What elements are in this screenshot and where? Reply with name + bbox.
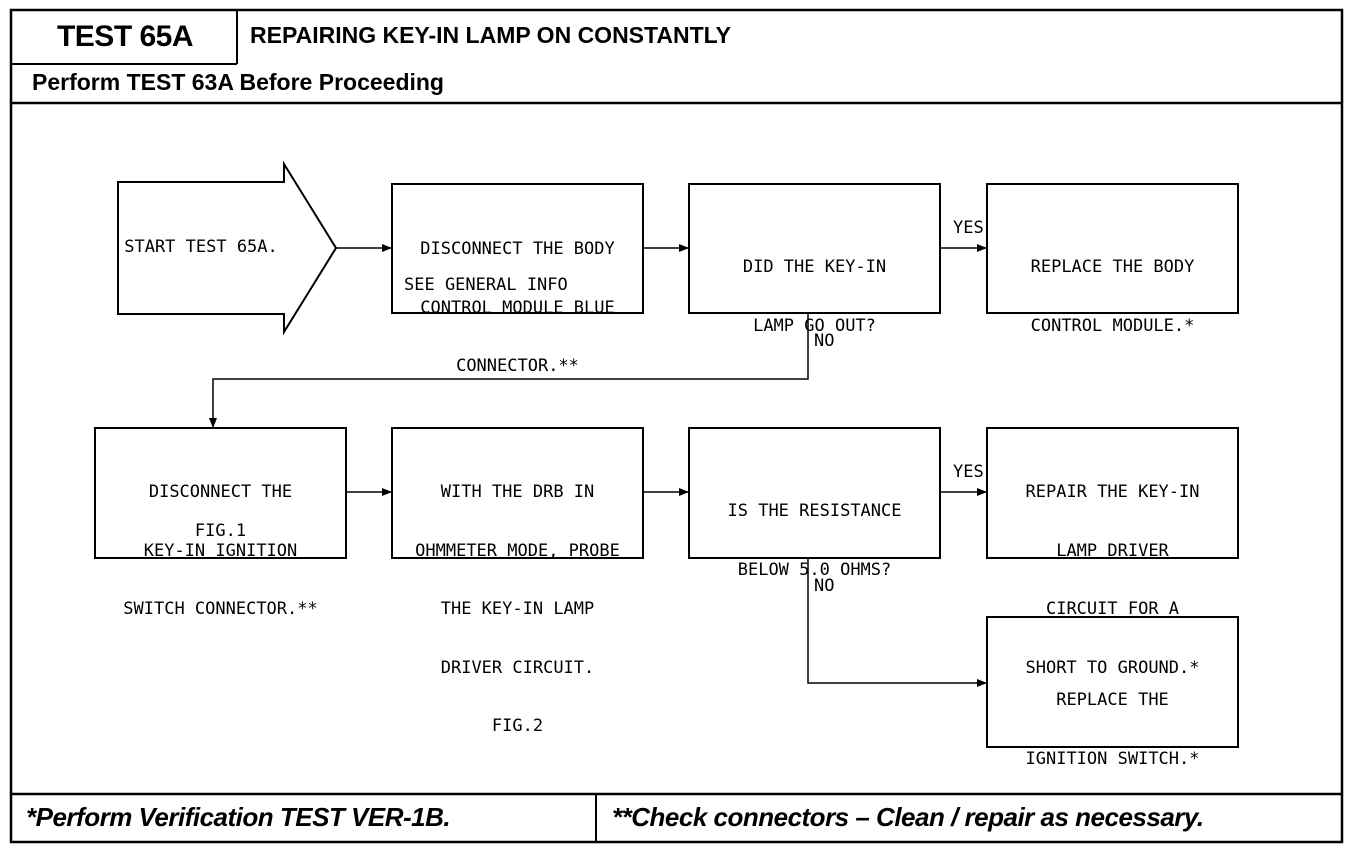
repair-driver-text: REPAIR THE KEY-IN LAMP DRIVER CIRCUIT FO… <box>987 444 1238 698</box>
disconnect-bcm-text: DISCONNECT THE BODY CONTROL MODULE BLUE … <box>392 201 643 396</box>
disconnect-bcm-line3: CONNECTOR.** <box>456 356 579 376</box>
decision-resistance-text: IS THE RESISTANCE BELOW 5.0 OHMS? <box>689 463 940 600</box>
repair-driver-line1: REPAIR THE KEY-IN <box>1025 482 1200 502</box>
disconnect-bcm-line2: CONTROL MODULE BLUE <box>420 297 615 318</box>
no-label-top: NO <box>814 331 835 351</box>
yes-label-top: YES <box>953 218 984 238</box>
probe-circuit-line1: WITH THE DRB IN <box>440 482 595 502</box>
replace-switch-text: REPLACE THE IGNITION SWITCH.* <box>987 652 1238 789</box>
disconnect-switch-line3: SWITCH CONNECTOR.** <box>123 599 318 619</box>
replace-switch-line2: IGNITION SWITCH.* <box>1025 748 1200 769</box>
repair-driver-line2: LAMP DRIVER <box>1056 540 1169 561</box>
box-decision-resistance <box>688 427 941 559</box>
page-title: REPAIRING KEY-IN LAMP ON CONSTANTLY <box>250 21 731 48</box>
test-number-label: TEST 65A <box>56 20 194 53</box>
outer-border <box>9 8 1344 844</box>
repair-driver-line3: CIRCUIT FOR A <box>1045 599 1180 619</box>
disconnect-switch-line1: DISCONNECT THE <box>148 482 293 502</box>
disconnect-switch-text: DISCONNECT THE KEY-IN IGNITION SWITCH CO… <box>95 444 346 639</box>
replace-bcm-line2: CONTROL MODULE.* <box>1030 315 1195 336</box>
decision-lamp-out-line1: DID THE KEY-IN <box>742 257 887 277</box>
decision-lamp-out-line2: LAMP GO OUT? <box>753 315 876 336</box>
decision-resistance-line1: IS THE RESISTANCE <box>727 501 902 521</box>
repair-driver-line4: SHORT TO GROUND.* <box>1025 657 1200 678</box>
probe-circuit-line4: DRIVER CIRCUIT. <box>440 657 595 678</box>
connector-no-to-replace-switch <box>807 558 987 687</box>
replace-switch-line1: REPLACE THE <box>1056 690 1169 710</box>
replace-bcm-text: REPLACE THE BODY CONTROL MODULE.* <box>987 219 1238 356</box>
probe-circuit-line2: OHMMETER MODE, PROBE <box>415 540 620 561</box>
no-label-bottom: NO <box>814 576 835 596</box>
decision-resistance-line2: BELOW 5.0 OHMS? <box>737 559 892 580</box>
probe-circuit-text: WITH THE DRB IN OHMMETER MODE, PROBE THE… <box>392 444 643 756</box>
fig-1-label: FIG.1 <box>194 521 247 541</box>
footer-verification-note: *Perform Verification TEST VER-1B. <box>26 801 451 832</box>
replace-bcm-line1: REPLACE THE BODY <box>1030 257 1195 277</box>
box-disconnect-switch <box>94 427 347 559</box>
start-arrow-label: START TEST 65A. <box>124 237 278 257</box>
footer-connector-note: **Check connectors – Clean / repair as n… <box>612 801 1204 832</box>
probe-circuit-line3: THE KEY-IN LAMP <box>440 599 595 619</box>
decision-lamp-out-text: DID THE KEY-IN LAMP GO OUT? <box>689 219 940 356</box>
yes-label-bottom: YES <box>953 462 984 482</box>
start-arrow-shape <box>117 160 338 336</box>
disconnect-switch-line2: KEY-IN IGNITION <box>143 540 298 561</box>
box-replace-switch <box>986 616 1239 748</box>
prerequisite-note: Perform TEST 63A Before Proceeding <box>32 68 444 95</box>
box-repair-driver <box>986 427 1239 559</box>
box-replace-bcm <box>986 183 1239 314</box>
fig-2-label: FIG.2 <box>491 716 544 736</box>
box-probe-circuit <box>391 427 644 559</box>
see-general-info: SEE GENERAL INFO <box>404 275 568 295</box>
disconnect-bcm-line1: DISCONNECT THE BODY <box>420 239 615 259</box>
connector-no-to-disconnect-switch <box>209 313 809 428</box>
